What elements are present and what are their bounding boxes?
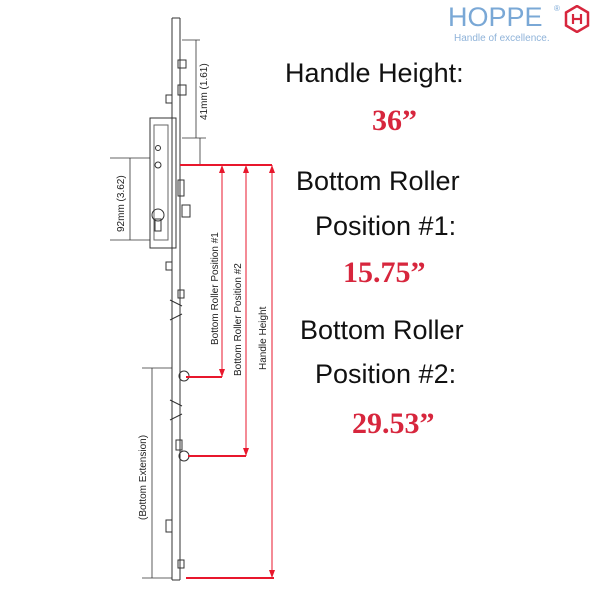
- dim-bottom-extension: [142, 367, 172, 579]
- roller2-label-line1: Bottom Roller: [300, 315, 464, 345]
- handle-height-value: 36”: [372, 104, 417, 137]
- measurement-markers: [180, 164, 274, 579]
- registered-mark: ®: [554, 4, 560, 13]
- roller2-label-line2: Position #2:: [315, 359, 457, 389]
- dim-92mm: [110, 157, 150, 241]
- roller1-label-line2: Position #1:: [315, 211, 457, 241]
- label-roller-position-2: Bottom Roller Position #2: [233, 263, 244, 376]
- handle-height-label: Handle Height:: [285, 58, 464, 88]
- label-handle-height: Handle Height: [258, 306, 269, 370]
- roller1-value: 15.75”: [343, 256, 426, 289]
- dim-41mm-label: 41mm (1.61): [199, 63, 210, 120]
- roller2-value: 29.53”: [352, 407, 435, 440]
- brand-name: HOPPE: [448, 2, 543, 32]
- hoppe-hexagon-icon: [564, 5, 590, 33]
- measurement-lines: [221, 165, 273, 578]
- label-roller-position-1: Bottom Roller Position #1: [210, 232, 221, 345]
- label-bottom-extension: (Bottom Extension): [138, 435, 149, 520]
- roller1-label-line1: Bottom Roller: [296, 166, 460, 196]
- dim-92mm-label: 92mm (3.62): [116, 175, 127, 232]
- brand-tagline: Handle of excellence.: [454, 33, 550, 44]
- lock-bar: [149, 17, 191, 581]
- hoppe-logo: HOPPE ® Handle of excellence.: [446, 2, 596, 50]
- dim-41mm: [182, 39, 206, 165]
- measurement-arrows: [219, 165, 275, 578]
